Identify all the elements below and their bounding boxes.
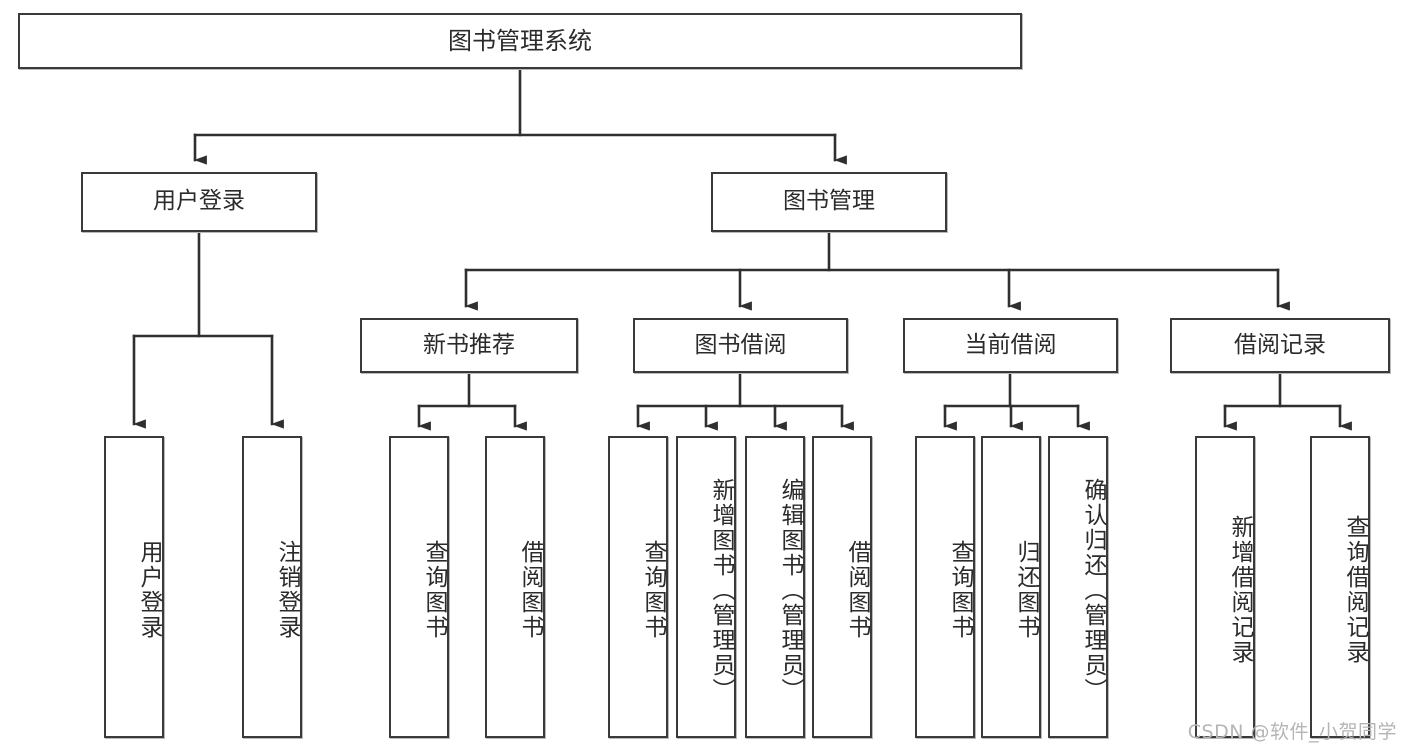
node-current-borrow[interactable]: 当前借阅	[903, 318, 1118, 373]
node-label: 图书管理	[783, 188, 875, 215]
node-label: 确认归还（管理员）	[1080, 477, 1106, 703]
leaf-logout[interactable]: 注销登录	[242, 436, 302, 738]
leaf-query-borrow-record[interactable]: 查询借阅记录	[1310, 436, 1370, 738]
leaf-query-book-current[interactable]: 查询图书	[915, 436, 975, 738]
node-label: 归还图书	[1013, 540, 1039, 640]
node-new-book-recommend[interactable]: 新书推荐	[360, 318, 578, 373]
node-root-system[interactable]: 图书管理系统	[18, 13, 1022, 69]
node-label: 查询图书	[421, 540, 447, 640]
leaf-borrow-book[interactable]: 借阅图书	[812, 436, 872, 738]
leaf-return-book[interactable]: 归还图书	[981, 436, 1041, 738]
node-label: 编辑图书（管理员）	[777, 477, 803, 703]
leaf-confirm-return-admin[interactable]: 确认归还（管理员）	[1048, 436, 1108, 738]
leaf-query-book-recommend[interactable]: 查询图书	[389, 436, 449, 738]
node-label: 图书借阅	[694, 331, 787, 358]
node-label: 借阅图书	[844, 540, 870, 640]
leaf-add-borrow-record[interactable]: 新增借阅记录	[1195, 436, 1255, 738]
node-label: 新增借阅记录	[1227, 515, 1253, 665]
node-label: 新增图书（管理员）	[708, 477, 734, 703]
node-label: 查询图书	[640, 540, 666, 640]
node-book-management[interactable]: 图书管理	[711, 172, 947, 232]
node-label: 借阅记录	[1234, 331, 1326, 358]
node-label: 用户登录	[136, 540, 162, 640]
node-book-borrow[interactable]: 图书借阅	[633, 318, 848, 373]
node-borrow-record[interactable]: 借阅记录	[1170, 318, 1390, 373]
node-label: 图书管理系统	[448, 26, 592, 55]
leaf-add-book-admin[interactable]: 新增图书（管理员）	[676, 436, 736, 738]
leaf-edit-book-admin[interactable]: 编辑图书（管理员）	[745, 436, 805, 738]
node-label: 注销登录	[274, 540, 300, 640]
node-label: 新书推荐	[423, 331, 515, 358]
leaf-user-login[interactable]: 用户登录	[104, 436, 164, 738]
node-user-login[interactable]: 用户登录	[81, 172, 317, 232]
node-label: 查询借阅记录	[1342, 515, 1368, 665]
node-label: 查询图书	[947, 540, 973, 640]
node-label: 当前借阅	[964, 331, 1057, 358]
leaf-query-book-borrow[interactable]: 查询图书	[608, 436, 668, 738]
node-label: 借阅图书	[517, 540, 543, 640]
node-label: 用户登录	[153, 188, 245, 215]
leaf-borrow-book-recommend[interactable]: 借阅图书	[485, 436, 545, 738]
csdn-watermark: CSDN @软件_小贺同学	[1187, 721, 1397, 743]
